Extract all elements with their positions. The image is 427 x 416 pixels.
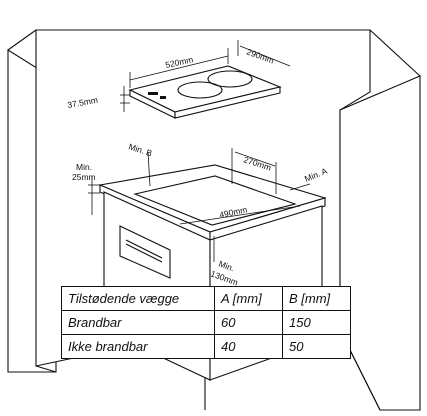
label-min-25-top: Min. bbox=[76, 162, 92, 172]
table-row: Brandbar 60 150 bbox=[61, 310, 351, 335]
cutout-outline bbox=[133, 175, 297, 226]
drawer-handle-icon bbox=[125, 243, 163, 263]
cutout-dimensions bbox=[88, 148, 311, 262]
table-cell: 50 bbox=[282, 334, 351, 359]
table-header-row: Tilstødende vægge A [mm] B [mm] bbox=[61, 286, 351, 311]
label-min-25-bottom: 25mm bbox=[72, 172, 96, 182]
table-header-cell: A [mm] bbox=[214, 286, 283, 311]
hob-dimensions bbox=[120, 40, 291, 112]
dim-line-width-hob bbox=[129, 55, 229, 81]
table-cell: 150 bbox=[282, 310, 351, 335]
table-cell: 40 bbox=[214, 334, 283, 359]
drawer bbox=[119, 225, 171, 279]
clearance-table: Tilstødende vægge A [mm] B [mm] Brandbar… bbox=[61, 286, 351, 359]
wall-top-edge-left bbox=[7, 29, 37, 51]
hob bbox=[128, 65, 282, 119]
table-cell: Brandbar bbox=[61, 310, 215, 335]
drawer-handle-icon bbox=[125, 239, 163, 259]
dim-line-min-b bbox=[147, 151, 151, 187]
hob-control-icon bbox=[160, 96, 166, 99]
table-header-cell: B [mm] bbox=[282, 286, 351, 311]
hob-control-icon bbox=[148, 92, 158, 95]
hob-burner-left-icon bbox=[177, 81, 223, 99]
table-row: Ikke brandbar 40 50 bbox=[61, 334, 351, 359]
right-wall bbox=[339, 75, 421, 411]
hob-burner-right-icon bbox=[207, 70, 253, 88]
dim-line-depth-hob bbox=[239, 45, 291, 67]
floor-edge-back bbox=[35, 365, 57, 373]
table-cell: 60 bbox=[214, 310, 283, 335]
wall-top-edge-right bbox=[369, 29, 421, 77]
dim-line-cut-width bbox=[179, 205, 301, 225]
hob-side-edge bbox=[174, 86, 281, 119]
dim-line-cut-depth bbox=[234, 151, 276, 167]
countertop-side-edge bbox=[209, 197, 326, 241]
table-header-cell: Tilstødende vægge bbox=[61, 286, 215, 311]
dim-line-min-a bbox=[289, 183, 311, 191]
table-cell: Ikke brandbar bbox=[61, 334, 215, 359]
